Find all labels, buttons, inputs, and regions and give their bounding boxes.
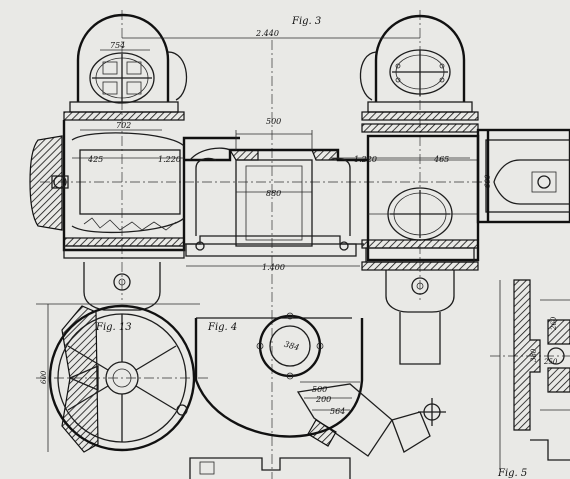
dim-465: 465	[433, 155, 449, 164]
discharge-pipe-right	[476, 128, 570, 224]
dim-754: 754	[110, 41, 125, 50]
fig3-dimension-lines	[72, 37, 470, 267]
dim-564: 564	[330, 407, 345, 416]
dim-260: 260	[550, 316, 558, 331]
fig13-label: Fig. 13	[95, 322, 132, 333]
dim-250: 250	[543, 358, 558, 366]
left-cylinder	[29, 120, 240, 259]
dim-600-left: 600	[40, 370, 48, 384]
valve-wheel	[391, 398, 446, 453]
dim-600-right: 600	[484, 174, 492, 188]
dim-1220-right: 1.220	[354, 155, 377, 164]
dim-1400: 1.400	[262, 263, 285, 272]
dim-500-top: 500	[266, 117, 281, 126]
dim-425: 425	[87, 155, 103, 164]
lower-pipes	[83, 262, 455, 365]
fig13-flywheel	[36, 303, 210, 453]
fig4-casing	[189, 312, 446, 479]
fig3-pump-assembly	[29, 10, 570, 479]
valve-dome-top-left	[63, 13, 188, 121]
dim-200-low: 200	[315, 395, 331, 404]
center-casing	[184, 130, 368, 257]
dim-702: 702	[116, 121, 131, 130]
dim-380: 380	[530, 348, 538, 362]
fig5-label: Fig. 5	[497, 468, 527, 479]
fig3-label: Fig. 3	[291, 16, 321, 27]
dim-384: 384	[283, 340, 300, 353]
fig4-label: Fig. 4	[207, 322, 237, 333]
fig5-section	[490, 279, 570, 470]
dim-2440: 2.440	[255, 29, 279, 38]
dim-880: 880	[266, 189, 281, 198]
dim-500-low: 500	[312, 385, 327, 394]
dim-1220-left: 1.220	[158, 155, 181, 164]
valve-dome-top-right	[359, 14, 479, 133]
flange-bolts	[256, 312, 324, 380]
